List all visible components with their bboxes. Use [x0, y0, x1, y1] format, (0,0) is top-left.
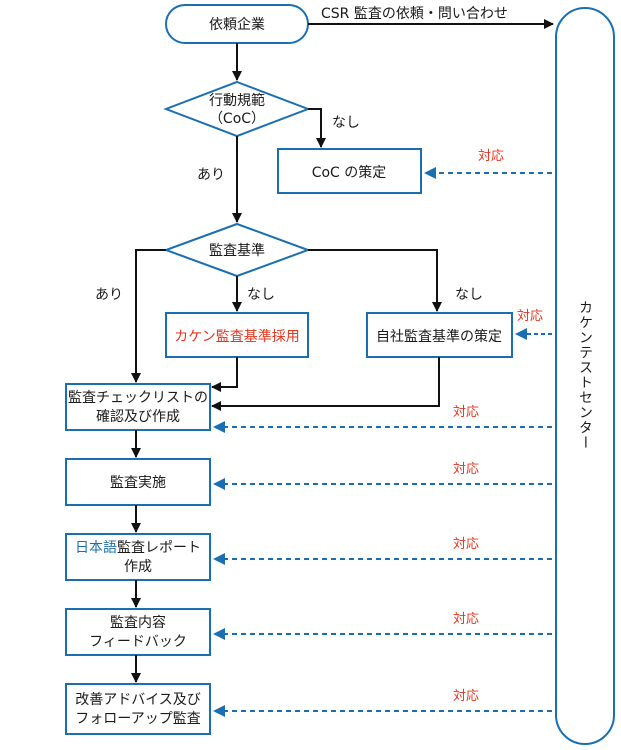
own-standard-label: 自社監査基準の策定 — [376, 328, 502, 345]
report-line1: 日本語監査レポート — [75, 539, 201, 556]
audit-standard-label: 監査基準 — [209, 242, 265, 259]
standard-none-mid-label: なし — [247, 287, 275, 303]
support-label-advice: 対応 — [453, 689, 479, 704]
audit-standard-decision: 監査基準 — [163, 222, 311, 278]
kaken-standard-label: カケン監査基準採用 — [174, 328, 300, 345]
checklist-line1: 監査チェックリストの — [68, 389, 208, 406]
kaken-standard-node: カケン監査基準採用 — [165, 312, 309, 358]
report-line1-prefix: 日本語 — [75, 540, 117, 556]
start-node-label: 依頼企業 — [209, 16, 265, 33]
arrow-coc-none — [308, 108, 326, 148]
audit-exec-label: 監査実施 — [110, 474, 166, 491]
support-label-report: 対応 — [453, 537, 479, 552]
support-label-coc: 対応 — [478, 149, 504, 164]
own-standard-node: 自社監査基準の策定 — [366, 312, 513, 358]
support-label-checklist: 対応 — [453, 405, 479, 420]
support-arrows: 対応 対応 対応 対応 対応 対応 対応 — [213, 149, 552, 717]
coc-creation-label: CoC の策定 — [312, 164, 387, 181]
feedback-node: 監査内容 フィードバック — [65, 608, 211, 656]
advice-line2: フォローアップ監査 — [75, 710, 200, 727]
coc-yes-label: あり — [197, 167, 225, 183]
coc-decision-line1: 行動規範 — [209, 92, 265, 109]
report-line1-suffix: 監査レポート — [117, 539, 201, 556]
coc-decision: 行動規範 （CoC） — [163, 80, 311, 138]
start-node-requesting-company: 依頼企業 — [165, 4, 309, 44]
support-label-feedback: 対応 — [453, 612, 479, 627]
coc-creation-node: CoC の策定 — [277, 148, 422, 194]
arrow-standard-own — [308, 249, 442, 312]
feedback-line1: 監査内容 — [110, 614, 166, 631]
support-label-exec: 対応 — [453, 462, 479, 477]
report-node: 日本語監査レポート 作成 — [65, 533, 211, 581]
csr-request-label: CSR 監査の依頼・問い合わせ — [321, 5, 508, 22]
feedback-line2: フィードバック — [89, 634, 187, 650]
kaken-test-center-label: カケンテストセンター — [577, 300, 593, 450]
coc-decision-line2: （CoC） — [209, 111, 265, 127]
support-label-own: 対応 — [517, 309, 543, 324]
arrow-kaken-to-checklist — [211, 357, 238, 392]
advice-line1: 改善アドバイス及び — [75, 692, 201, 708]
report-line2: 作成 — [124, 559, 152, 575]
advice-node: 改善アドバイス及び フォローアップ監査 — [65, 683, 211, 735]
kaken-test-center: カケンテストセンター — [555, 7, 615, 745]
standard-yes-label: あり — [95, 287, 123, 303]
checklist-node: 監査チェックリストの 確認及び作成 — [65, 383, 211, 431]
coc-none-label: なし — [332, 115, 360, 131]
standard-none-right-label: なし — [455, 287, 483, 303]
arrow-standard-yes — [131, 249, 166, 383]
audit-exec-node: 監査実施 — [65, 458, 211, 506]
checklist-line2: 確認及び作成 — [96, 409, 180, 425]
arrow-own-to-checklist — [211, 357, 440, 411]
